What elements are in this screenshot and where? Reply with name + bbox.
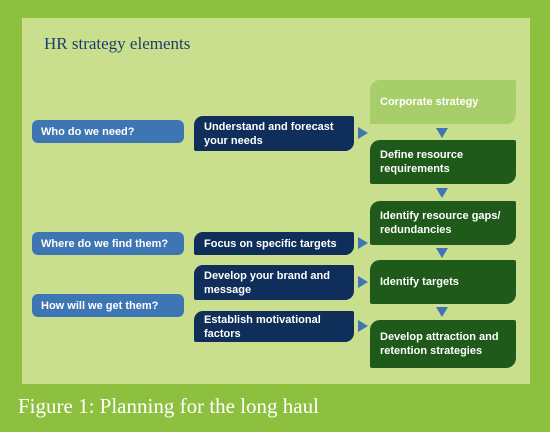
action-understand-forecast: Understand and forecast your needs <box>194 116 354 151</box>
arrow-right-4 <box>358 320 368 332</box>
step-define-requirements: Define resource requirements <box>370 140 516 184</box>
question-who: Who do we need? <box>32 120 184 143</box>
action-develop-brand: Develop your brand and message <box>194 265 354 300</box>
question-where: Where do we find them? <box>32 232 184 255</box>
arrow-down-3 <box>436 248 448 258</box>
step-identify-gaps: Identify resource gaps/ redundancies <box>370 201 516 245</box>
arrow-right-1 <box>358 127 368 139</box>
action-motivational-factors: Establish motivational factors <box>194 311 354 342</box>
action-focus-targets: Focus on specific targets <box>194 232 354 255</box>
question-how: How will we get them? <box>32 294 184 317</box>
figure-caption: Figure 1: Planning for the long haul <box>18 394 319 418</box>
arrow-down-4 <box>436 307 448 317</box>
arrow-right-2 <box>358 237 368 249</box>
arrow-right-3 <box>358 276 368 288</box>
diagram-title: HR strategy elements <box>44 34 191 53</box>
step-attraction-retention: Develop attraction and retention strateg… <box>370 320 516 368</box>
arrow-down-1 <box>436 128 448 138</box>
step-corporate-strategy: Corporate strategy <box>370 80 516 124</box>
step-identify-targets: Identify targets <box>370 260 516 304</box>
arrow-down-2 <box>436 188 448 198</box>
